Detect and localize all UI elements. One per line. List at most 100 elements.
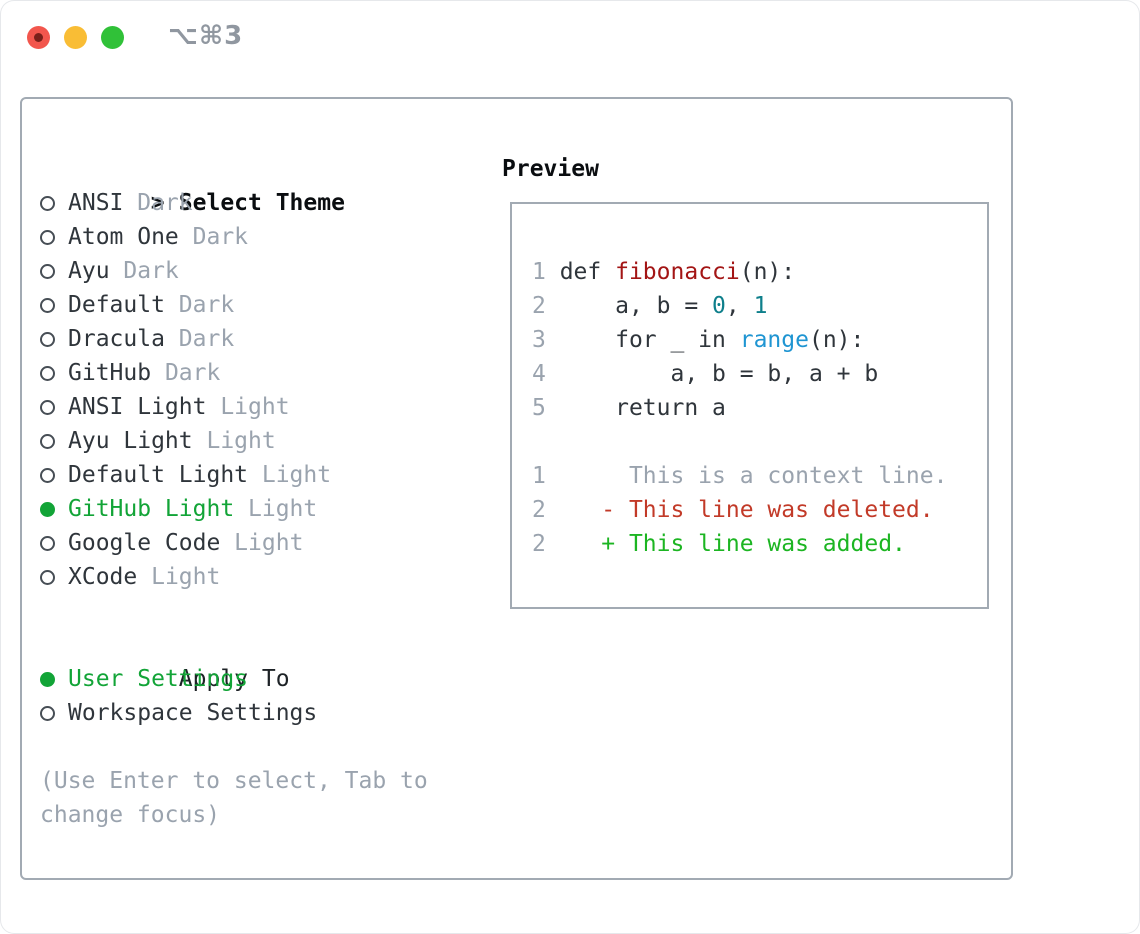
theme-variant: Light <box>206 394 290 420</box>
code-blank-line <box>532 425 987 459</box>
theme-name: ANSI Light <box>68 394 207 420</box>
theme-name: Ayu <box>68 258 110 284</box>
prompt-caret-icon: > <box>150 190 165 216</box>
theme-name: Atom One <box>68 224 179 250</box>
token-number: 1 <box>753 293 768 319</box>
radio-selected-icon <box>40 671 55 687</box>
theme-variant: Dark <box>151 360 221 386</box>
title-bar: ⌥⌘3 <box>0 0 1140 75</box>
theme-name: Google Code <box>68 530 221 556</box>
spacer <box>40 594 428 628</box>
code-line-5: 5 return a <box>532 391 987 425</box>
theme-option-ayu-light[interactable]: Ayu Light Light <box>40 424 428 458</box>
theme-option-ansi[interactable]: ANSI Dark <box>40 186 428 220</box>
token-default: return a <box>545 395 726 421</box>
token-builtin: range <box>739 327 809 353</box>
theme-option-ayu[interactable]: Ayu Dark <box>40 254 428 288</box>
line-number: 2 <box>532 531 546 557</box>
line-number: 5 <box>532 395 546 421</box>
code-line-7: 1 This is a context line. <box>532 459 987 493</box>
hint-line-2: change focus) <box>40 802 221 828</box>
code-line-8: 2 - This line was deleted. <box>532 493 987 527</box>
apply-to-title: Apply To <box>178 666 290 692</box>
radio-unselected-icon <box>40 535 55 551</box>
radio-unselected-icon <box>40 705 55 721</box>
theme-option-xcode[interactable]: XCode Light <box>40 560 428 594</box>
token-context: This is a context line. <box>545 463 948 489</box>
radio-unselected-icon <box>40 263 55 279</box>
radio-unselected-icon <box>40 195 55 211</box>
radio-selected-icon <box>40 501 55 517</box>
apply-option-label: User Settings <box>68 666 249 692</box>
window-title: ⌥⌘3 <box>168 21 244 51</box>
apply-option-workspace-settings[interactable]: Workspace Settings <box>40 696 428 730</box>
line-number: 2 <box>532 497 546 523</box>
code-line-4: 4 a, b = b, a + b <box>532 357 987 391</box>
radio-unselected-icon <box>40 331 55 347</box>
line-number: 2 <box>532 293 546 319</box>
radio-unselected-icon <box>40 433 55 449</box>
token-default: def <box>545 259 616 285</box>
theme-option-default-light[interactable]: Default Light Light <box>40 458 428 492</box>
theme-variant: Dark <box>123 190 193 216</box>
theme-option-default[interactable]: Default Dark <box>40 288 428 322</box>
line-number: 1 <box>532 259 546 285</box>
radio-unselected-icon <box>40 365 55 381</box>
radio-unselected-icon <box>40 297 55 313</box>
theme-variant: Dark <box>178 224 249 250</box>
line-number: 1 <box>532 463 546 489</box>
code-line-9: 2 + This line was added. <box>532 527 987 561</box>
radio-unselected-icon <box>40 569 55 585</box>
theme-variant: Light <box>137 564 221 590</box>
token-default: a, b = <box>545 293 713 319</box>
token-default: , <box>725 293 754 319</box>
theme-variant: Light <box>220 530 304 556</box>
apply-option-label: Workspace Settings <box>68 700 318 726</box>
theme-option-dracula[interactable]: Dracula Dark <box>40 322 428 356</box>
minimize-button-icon[interactable] <box>64 26 87 49</box>
theme-option-github-light[interactable]: GitHub Light Light <box>40 492 428 526</box>
token-default: (n): <box>808 327 865 353</box>
theme-variant: Light <box>248 462 332 488</box>
theme-variant: Light <box>192 428 276 454</box>
theme-variant: Light <box>234 496 318 522</box>
theme-variant: Dark <box>164 326 235 352</box>
token-deleted: - This line was deleted. <box>545 497 934 523</box>
select-theme-header-row: > Select Theme <box>40 152 428 216</box>
maximize-button-icon[interactable] <box>101 26 124 49</box>
token-func: fibonacci <box>615 259 740 285</box>
token-default: for _ in <box>545 327 740 353</box>
code-line-2: 2 a, b = 0, 1 <box>532 289 987 323</box>
theme-name: XCode <box>68 564 138 590</box>
code-line-1: 1 def fibonacci(n): <box>532 255 987 289</box>
token-number: 0 <box>712 293 726 319</box>
theme-option-github[interactable]: GitHub Dark <box>40 356 428 390</box>
select-theme-title: Select Theme <box>178 190 345 216</box>
theme-name: Default <box>68 292 165 318</box>
radio-unselected-icon <box>40 229 55 245</box>
token-added: + This line was added. <box>545 531 906 557</box>
radio-unselected-icon <box>40 399 55 415</box>
theme-name: GitHub <box>68 360 152 386</box>
theme-name: Dracula <box>68 326 165 352</box>
code-line-3: 3 for _ in range(n): <box>532 323 987 357</box>
theme-option-atom-one[interactable]: Atom One Dark <box>40 220 428 254</box>
hint-line-1: (Use Enter to select, Tab to <box>40 768 428 794</box>
theme-name: Default Light <box>68 462 249 488</box>
radio-unselected-icon <box>40 467 55 483</box>
line-number: 4 <box>532 361 546 387</box>
theme-option-ansi-light[interactable]: ANSI Light Light <box>40 390 428 424</box>
close-button-icon[interactable] <box>27 26 50 49</box>
spacer <box>40 730 428 764</box>
theme-option-google-code[interactable]: Google Code Light <box>40 526 428 560</box>
theme-variant: Dark <box>109 258 179 284</box>
theme-name: GitHub Light <box>68 496 235 522</box>
apply-option-user-settings[interactable]: User Settings <box>40 662 428 696</box>
